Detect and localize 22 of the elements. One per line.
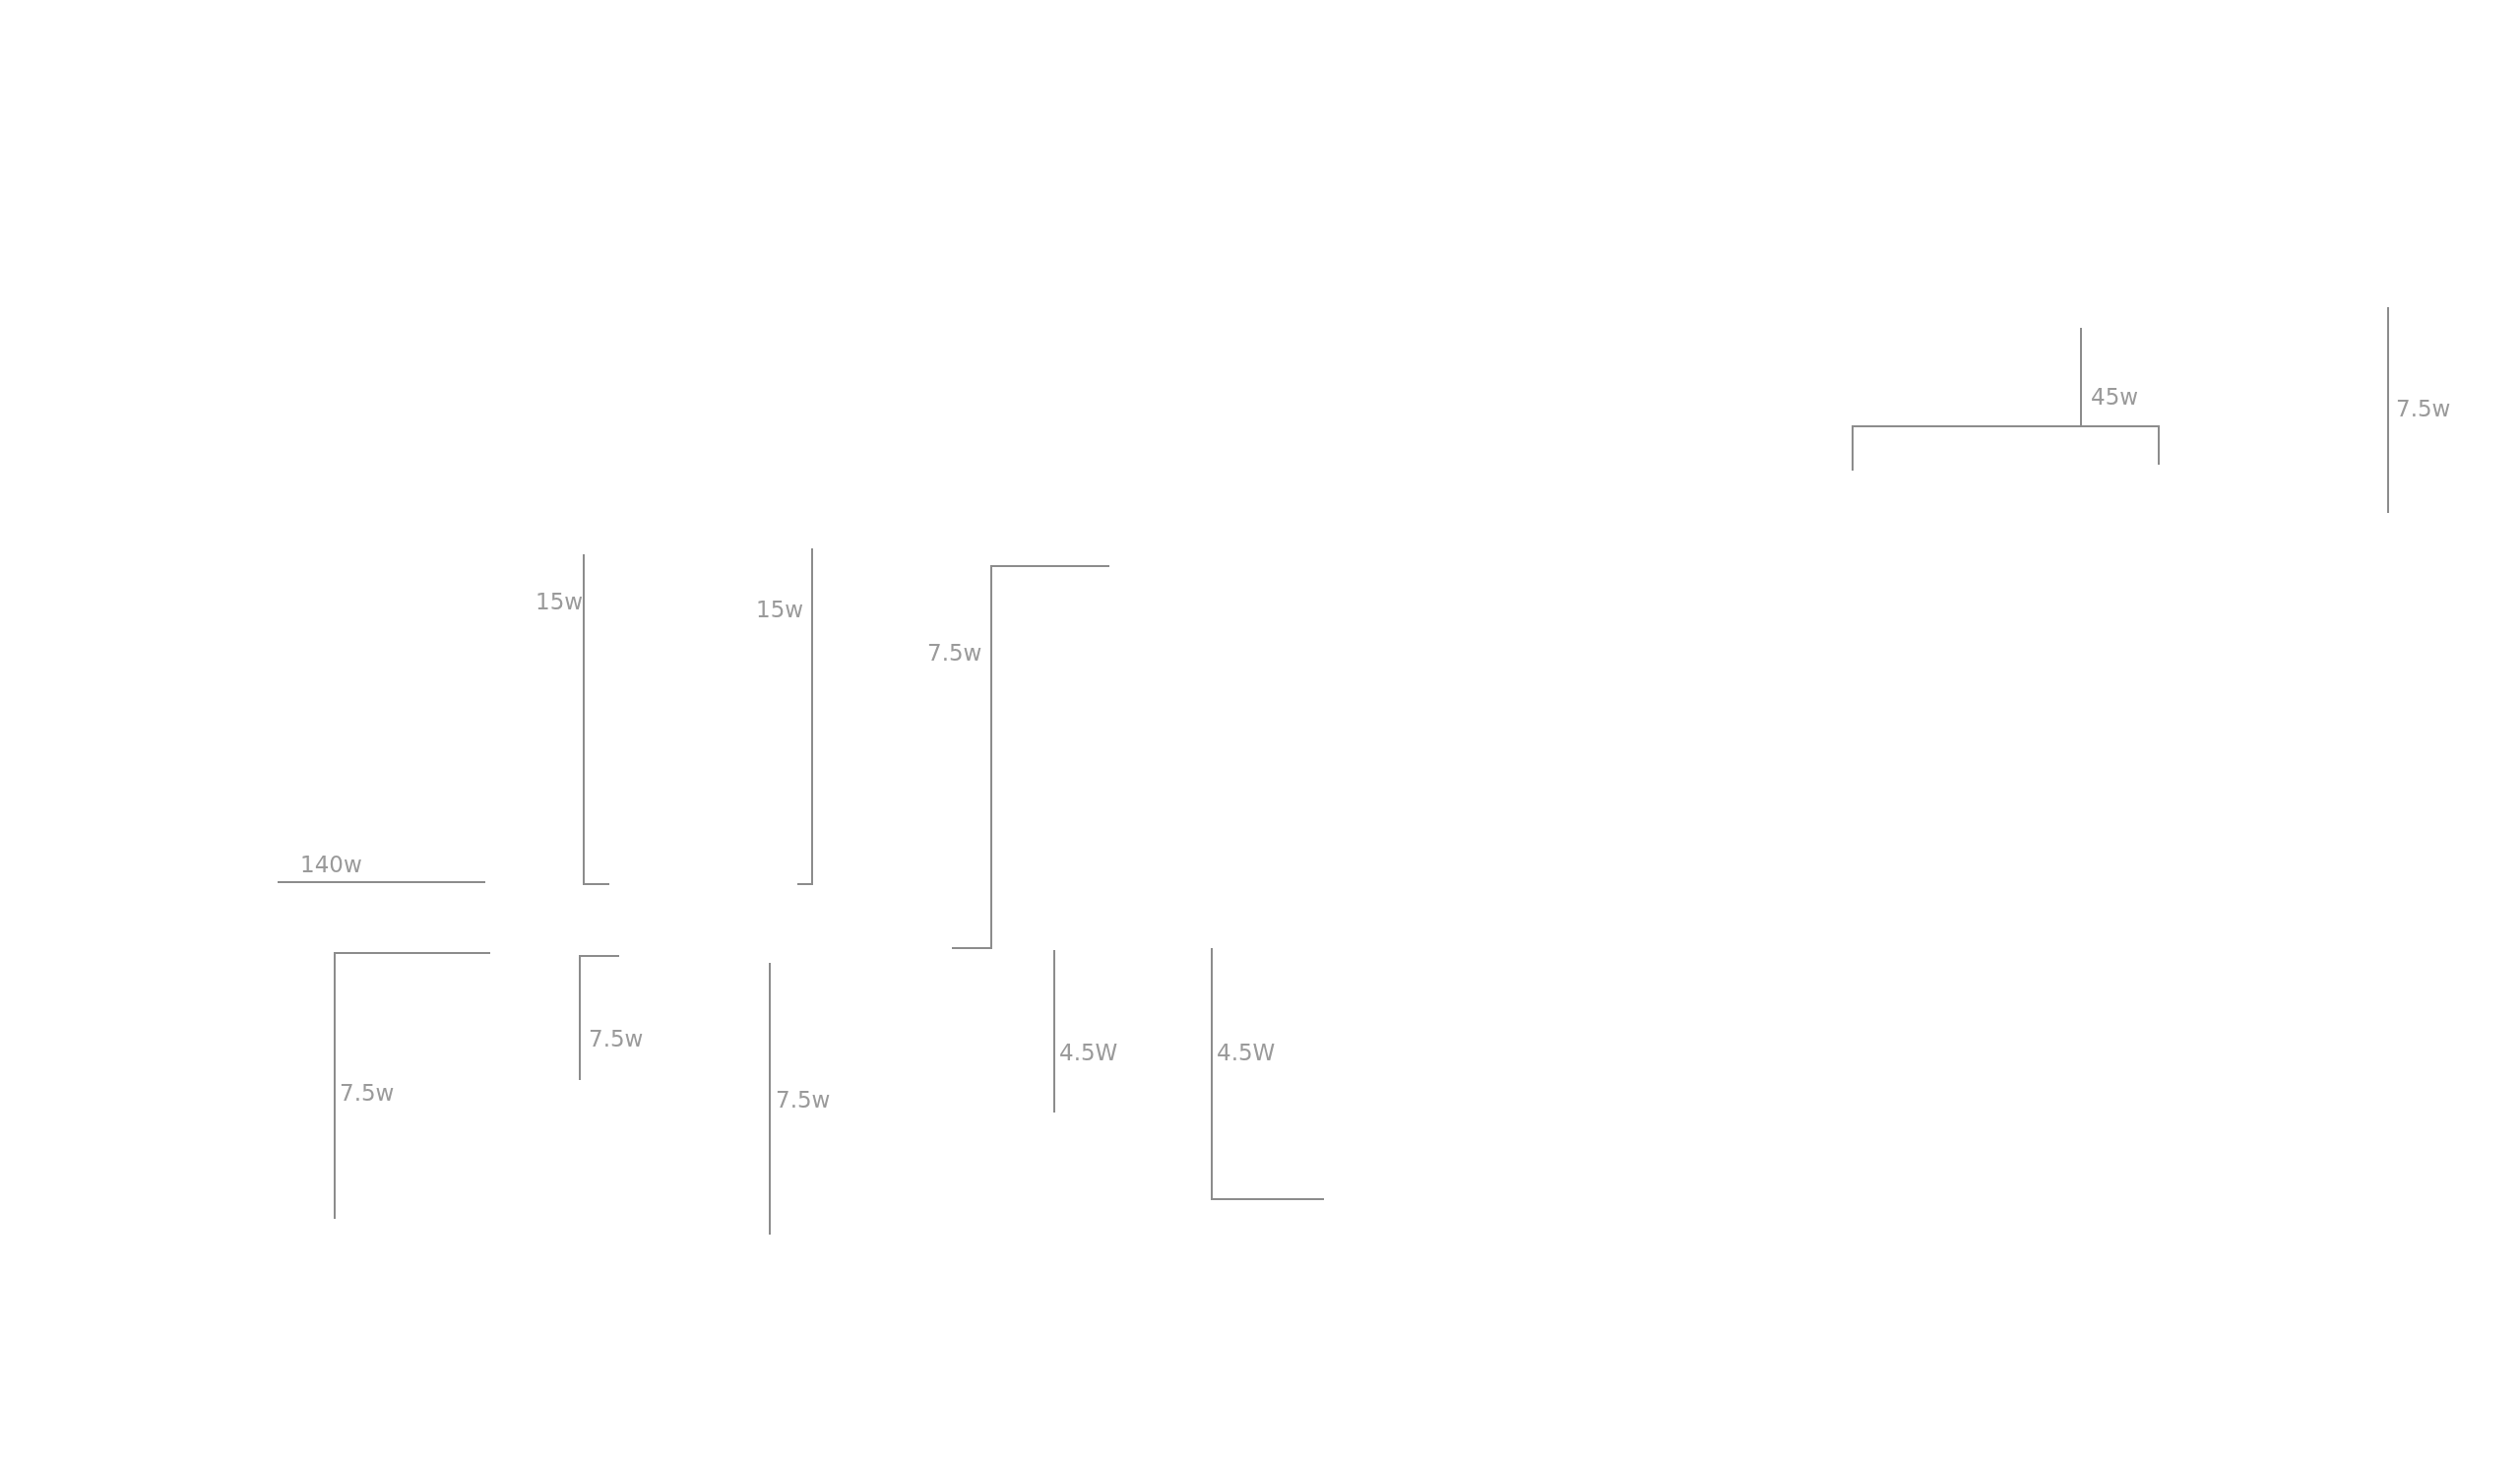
wattage-label: 15w bbox=[756, 596, 804, 623]
leader-line bbox=[951, 565, 1110, 949]
leader-line bbox=[796, 547, 813, 885]
wattage-label: 7.5w bbox=[340, 1079, 395, 1107]
wattage-label: 7.5w bbox=[589, 1025, 644, 1052]
leader-line bbox=[1211, 947, 1325, 1200]
leader-line bbox=[583, 553, 610, 885]
wattage-label: 7.5w bbox=[2396, 395, 2451, 422]
leader-line bbox=[1053, 949, 1055, 1113]
wattage-label: 15w bbox=[536, 588, 584, 615]
leader-line bbox=[2387, 306, 2389, 514]
wattage-label: 4.5W bbox=[1217, 1039, 1276, 1066]
wattage-label: 7.5w bbox=[776, 1086, 831, 1113]
leader-line bbox=[579, 955, 620, 1081]
wattage-label: 140w bbox=[300, 851, 362, 878]
leader-line bbox=[334, 952, 491, 1220]
leader-line bbox=[277, 881, 486, 883]
wattage-label: 45w bbox=[2091, 383, 2139, 411]
leader-line bbox=[769, 962, 771, 1236]
wattage-label: 4.5W bbox=[1059, 1039, 1118, 1066]
wattage-label: 7.5w bbox=[927, 639, 982, 667]
leader-line bbox=[1852, 327, 2160, 472]
